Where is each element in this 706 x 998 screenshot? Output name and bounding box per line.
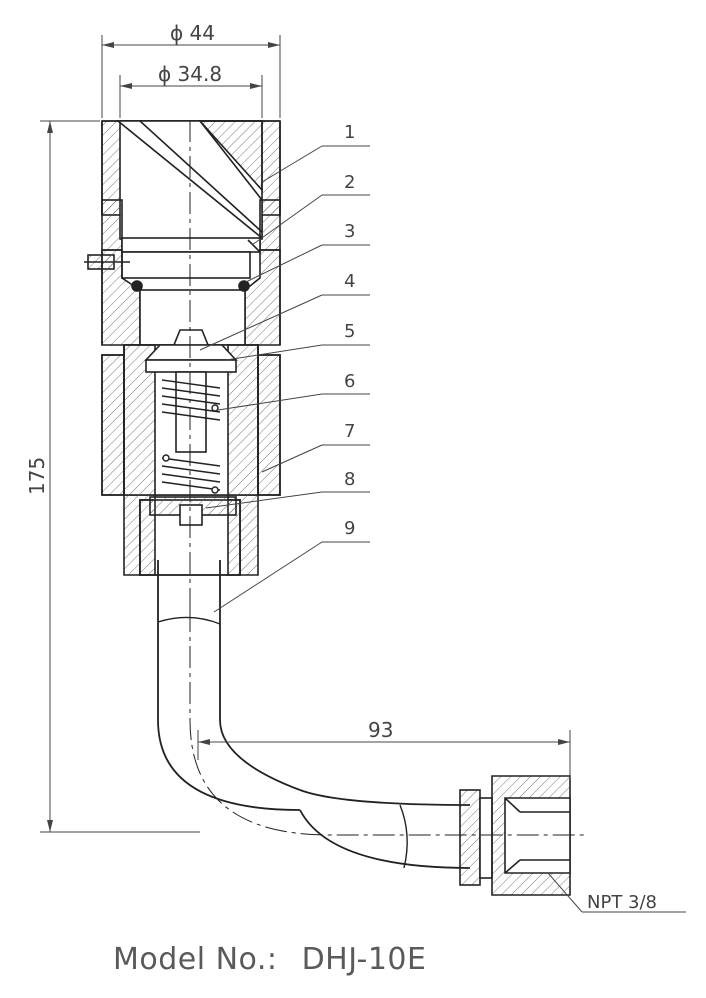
callout-numbers: 1 2 3 4 5 6 7 8 9	[344, 122, 355, 539]
dim-height: 175	[25, 457, 49, 495]
callout-5: 5	[344, 321, 355, 342]
dim-inner-diameter: ϕ 34.8	[158, 62, 222, 86]
bent-pipe	[157, 560, 471, 869]
callout-6: 6	[344, 371, 355, 392]
model-number: DHJ-10E	[301, 942, 427, 977]
callout-leaders	[199, 145, 370, 613]
neck	[101, 249, 281, 346]
model-label: Model No.:	[113, 942, 278, 977]
callout-9: 9	[344, 518, 355, 539]
centerlines	[189, 120, 585, 836]
dim-outer-diameter: ϕ 44	[170, 21, 215, 45]
dimension-lines	[40, 35, 571, 833]
callout-7: 7	[344, 421, 355, 442]
thread-leader	[547, 872, 686, 913]
callout-8: 8	[344, 469, 355, 490]
upper-spring	[161, 379, 221, 421]
callout-3: 3	[344, 221, 355, 242]
callout-2: 2	[344, 172, 355, 193]
thread-label: NPT 3/8	[587, 892, 657, 913]
dimension-arrows	[47, 42, 570, 832]
dim-horizontal-length: 93	[368, 718, 393, 742]
lower-spring	[161, 454, 221, 494]
model-number-caption: Model No.: DHJ-10E	[113, 942, 426, 977]
callout-1: 1	[344, 122, 355, 143]
callout-4: 4	[344, 271, 355, 292]
